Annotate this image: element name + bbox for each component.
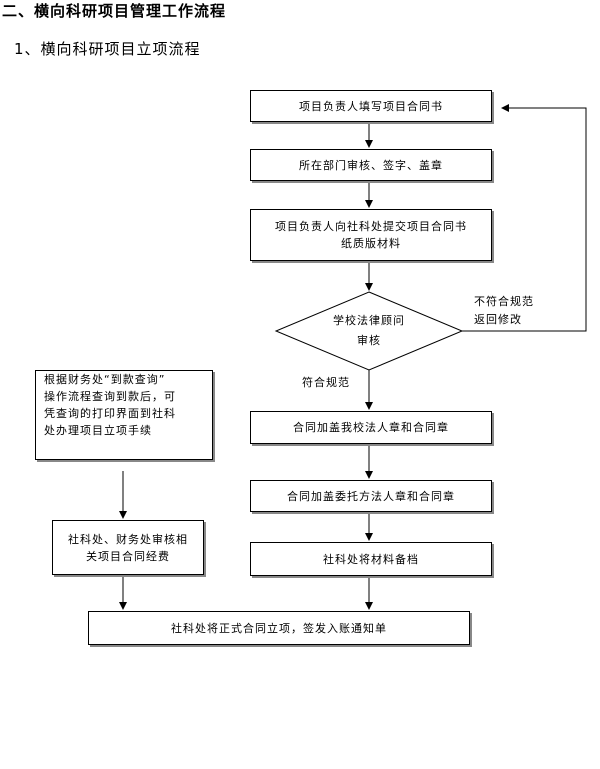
box-archive: 社科处将材料备档 xyxy=(250,542,492,576)
arrow-reject-return xyxy=(462,104,587,332)
joint-line-2: 关项目合同经费 xyxy=(86,549,170,563)
box-submit-contract: 项目负责人向社科处提交项目合同书 纸质版材料 xyxy=(250,209,492,261)
finance-line-1: 根据财务处“到款查询” xyxy=(44,373,166,386)
box-finance-query: 根据财务处“到款查询” 操作流程查询到款后，可 凭查询的打印界面到社科 处办理项… xyxy=(35,370,213,460)
reject-line-1: 不符合规范 xyxy=(474,295,534,308)
pass-label: 符合规范 xyxy=(302,376,350,389)
box-joint-review: 社科处、财务处审核相 关项目合同经费 xyxy=(52,520,204,575)
box-final-approval: 社科处将正式合同立项，签发入账通知单 xyxy=(88,611,470,645)
finance-line-3: 凭查询的打印界面到社科 xyxy=(44,407,176,420)
legal-review-label: 学校法律顾问 审核 xyxy=(309,311,429,351)
finance-line-4: 处办理项目立项手续 xyxy=(44,424,152,437)
legal-line-2: 审核 xyxy=(357,334,381,347)
submit-line-2: 纸质版材料 xyxy=(341,237,401,250)
box-fill-contract: 项目负责人填写项目合同书 xyxy=(250,90,492,122)
submit-line-1: 项目负责人向社科处提交项目合同书 xyxy=(275,220,467,233)
decision-legal-review xyxy=(274,291,464,371)
joint-line-1: 社科处、财务处审核相 xyxy=(68,532,188,546)
box-seal-client: 合同加盖委托方法人章和合同章 xyxy=(250,480,492,512)
section-heading: 二、横向科研项目管理工作流程 xyxy=(2,2,227,20)
reject-line-2: 返回修改 xyxy=(474,313,522,326)
box-dept-review: 所在部门审核、签字、盖章 xyxy=(250,149,492,181)
box-seal-school: 合同加盖我校法人章和合同章 xyxy=(250,411,492,444)
reject-label: 不符合规范 返回修改 xyxy=(474,293,534,329)
legal-line-1: 学校法律顾问 xyxy=(333,314,405,327)
sub-heading: 1、横向科研项目立项流程 xyxy=(14,40,201,58)
finance-line-2: 操作流程查询到款后，可 xyxy=(44,390,176,403)
